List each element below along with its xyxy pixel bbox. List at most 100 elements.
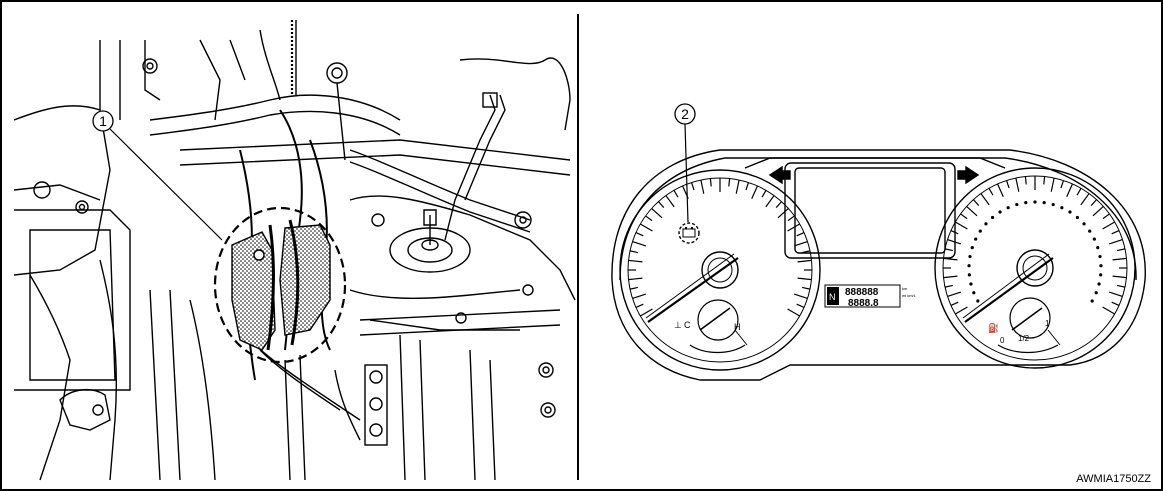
speedometer-dial <box>619 169 821 371</box>
lcd-display: N 888888 8888.8 km mi km/L <box>824 284 917 309</box>
dial-tick <box>765 195 775 208</box>
fuel-empty-label: 0 <box>1000 336 1005 345</box>
dial-tick <box>1076 188 1082 196</box>
dial-tick <box>628 259 643 263</box>
dial-tick <box>645 215 653 222</box>
dial-dot <box>967 264 971 268</box>
temp-high-label: H <box>734 322 741 332</box>
dial-tick <box>1111 301 1120 306</box>
dial-dot <box>998 210 1002 214</box>
dial-dot <box>1099 264 1103 268</box>
dial-tick <box>944 248 953 252</box>
dial-tick <box>673 190 679 198</box>
dial-tick <box>632 240 647 247</box>
dial-tick <box>972 199 980 206</box>
lcd-top-digits: 888888 <box>845 287 879 298</box>
dial-tick <box>997 183 1004 197</box>
figure-code: AWMIA1750ZZ <box>1076 473 1151 485</box>
dial-tick <box>777 207 789 219</box>
fuel-icon: ⛽ <box>988 322 999 333</box>
highlight-circle-left <box>213 206 347 364</box>
dial-dot <box>968 254 972 259</box>
dial-tick <box>787 308 800 317</box>
dial-tick <box>943 257 958 261</box>
callout-1-number: 1 <box>99 113 107 129</box>
dial-tick <box>1117 248 1126 252</box>
dial-tick <box>1060 180 1065 189</box>
callout-2: 2 <box>674 103 696 223</box>
dial-tick <box>700 179 705 194</box>
dial-tick <box>632 293 647 300</box>
dial-tick <box>1005 180 1010 189</box>
dial-tick <box>745 182 750 191</box>
dial-tick <box>802 250 811 254</box>
dial-dot <box>990 215 995 220</box>
fuel-full-label: 1 <box>1045 319 1050 328</box>
svg-text:N: N <box>829 292 836 302</box>
dial-tick <box>761 190 767 198</box>
dial-dot <box>976 299 980 303</box>
dial-tick <box>1043 176 1046 185</box>
fuel-half-label: 1/2 <box>1018 334 1030 343</box>
dial-tick <box>1112 275 1127 279</box>
dial-dot <box>1024 201 1028 205</box>
dial-dot <box>967 273 971 277</box>
dial-tick <box>966 205 978 217</box>
dial-tick <box>797 259 812 263</box>
tachometer-dial <box>934 167 1136 369</box>
dial-tick <box>728 178 731 187</box>
dial-dot <box>1090 299 1094 303</box>
lcd-units-bottom: mi km/L <box>902 293 917 298</box>
dial-dot <box>1075 215 1080 220</box>
dial-tick <box>787 215 795 222</box>
dial-tick <box>1102 213 1110 220</box>
dial-tick <box>793 240 808 247</box>
dial-tick <box>1066 183 1073 197</box>
dial-dot <box>969 282 973 286</box>
dial-dot <box>1099 273 1103 277</box>
dial-tick <box>1080 193 1090 206</box>
dial-dot <box>970 246 974 250</box>
callout-1: 1 <box>92 110 223 241</box>
dial-tick <box>947 238 962 245</box>
dial-tick <box>775 201 783 208</box>
dial-tick <box>1092 205 1104 217</box>
dial-tick <box>797 277 812 281</box>
dial-tick <box>629 286 638 290</box>
dial-tick <box>1102 306 1115 315</box>
dial-dot <box>1092 237 1096 241</box>
dial-tick <box>640 308 653 317</box>
callout-2-number: 2 <box>681 106 689 122</box>
dial-dot <box>974 237 978 241</box>
dial-tick <box>1108 291 1123 298</box>
dial-tick <box>1024 176 1027 185</box>
battery-warning-icon <box>678 222 700 244</box>
dial-tick <box>690 182 695 191</box>
dial-tick <box>628 277 643 281</box>
engine-compartment-illustration <box>13 20 576 481</box>
dial-dot <box>984 222 988 226</box>
dial-dot <box>1015 202 1019 207</box>
lcd-bottom-digits: 8888.8 <box>848 298 879 309</box>
dial-tick <box>793 293 808 300</box>
dial-tick <box>950 230 959 235</box>
dial-tick <box>950 301 959 306</box>
dial-dot <box>1006 206 1010 210</box>
dial-tick <box>796 303 805 308</box>
dial-tick <box>735 179 740 194</box>
dial-tick <box>1102 221 1115 230</box>
dial-dot <box>1094 291 1098 295</box>
dial-tick <box>944 284 953 288</box>
dial-tick <box>960 213 968 220</box>
dial-tick <box>796 232 805 237</box>
dial-dot <box>1088 229 1092 233</box>
dial-dot <box>1051 202 1055 207</box>
dial-dot <box>1098 254 1102 259</box>
dial-tick <box>955 221 968 230</box>
dial-tick <box>1090 199 1098 206</box>
dial-tick <box>787 223 800 232</box>
dial-dot <box>1082 222 1086 226</box>
dial-tick <box>665 195 675 208</box>
